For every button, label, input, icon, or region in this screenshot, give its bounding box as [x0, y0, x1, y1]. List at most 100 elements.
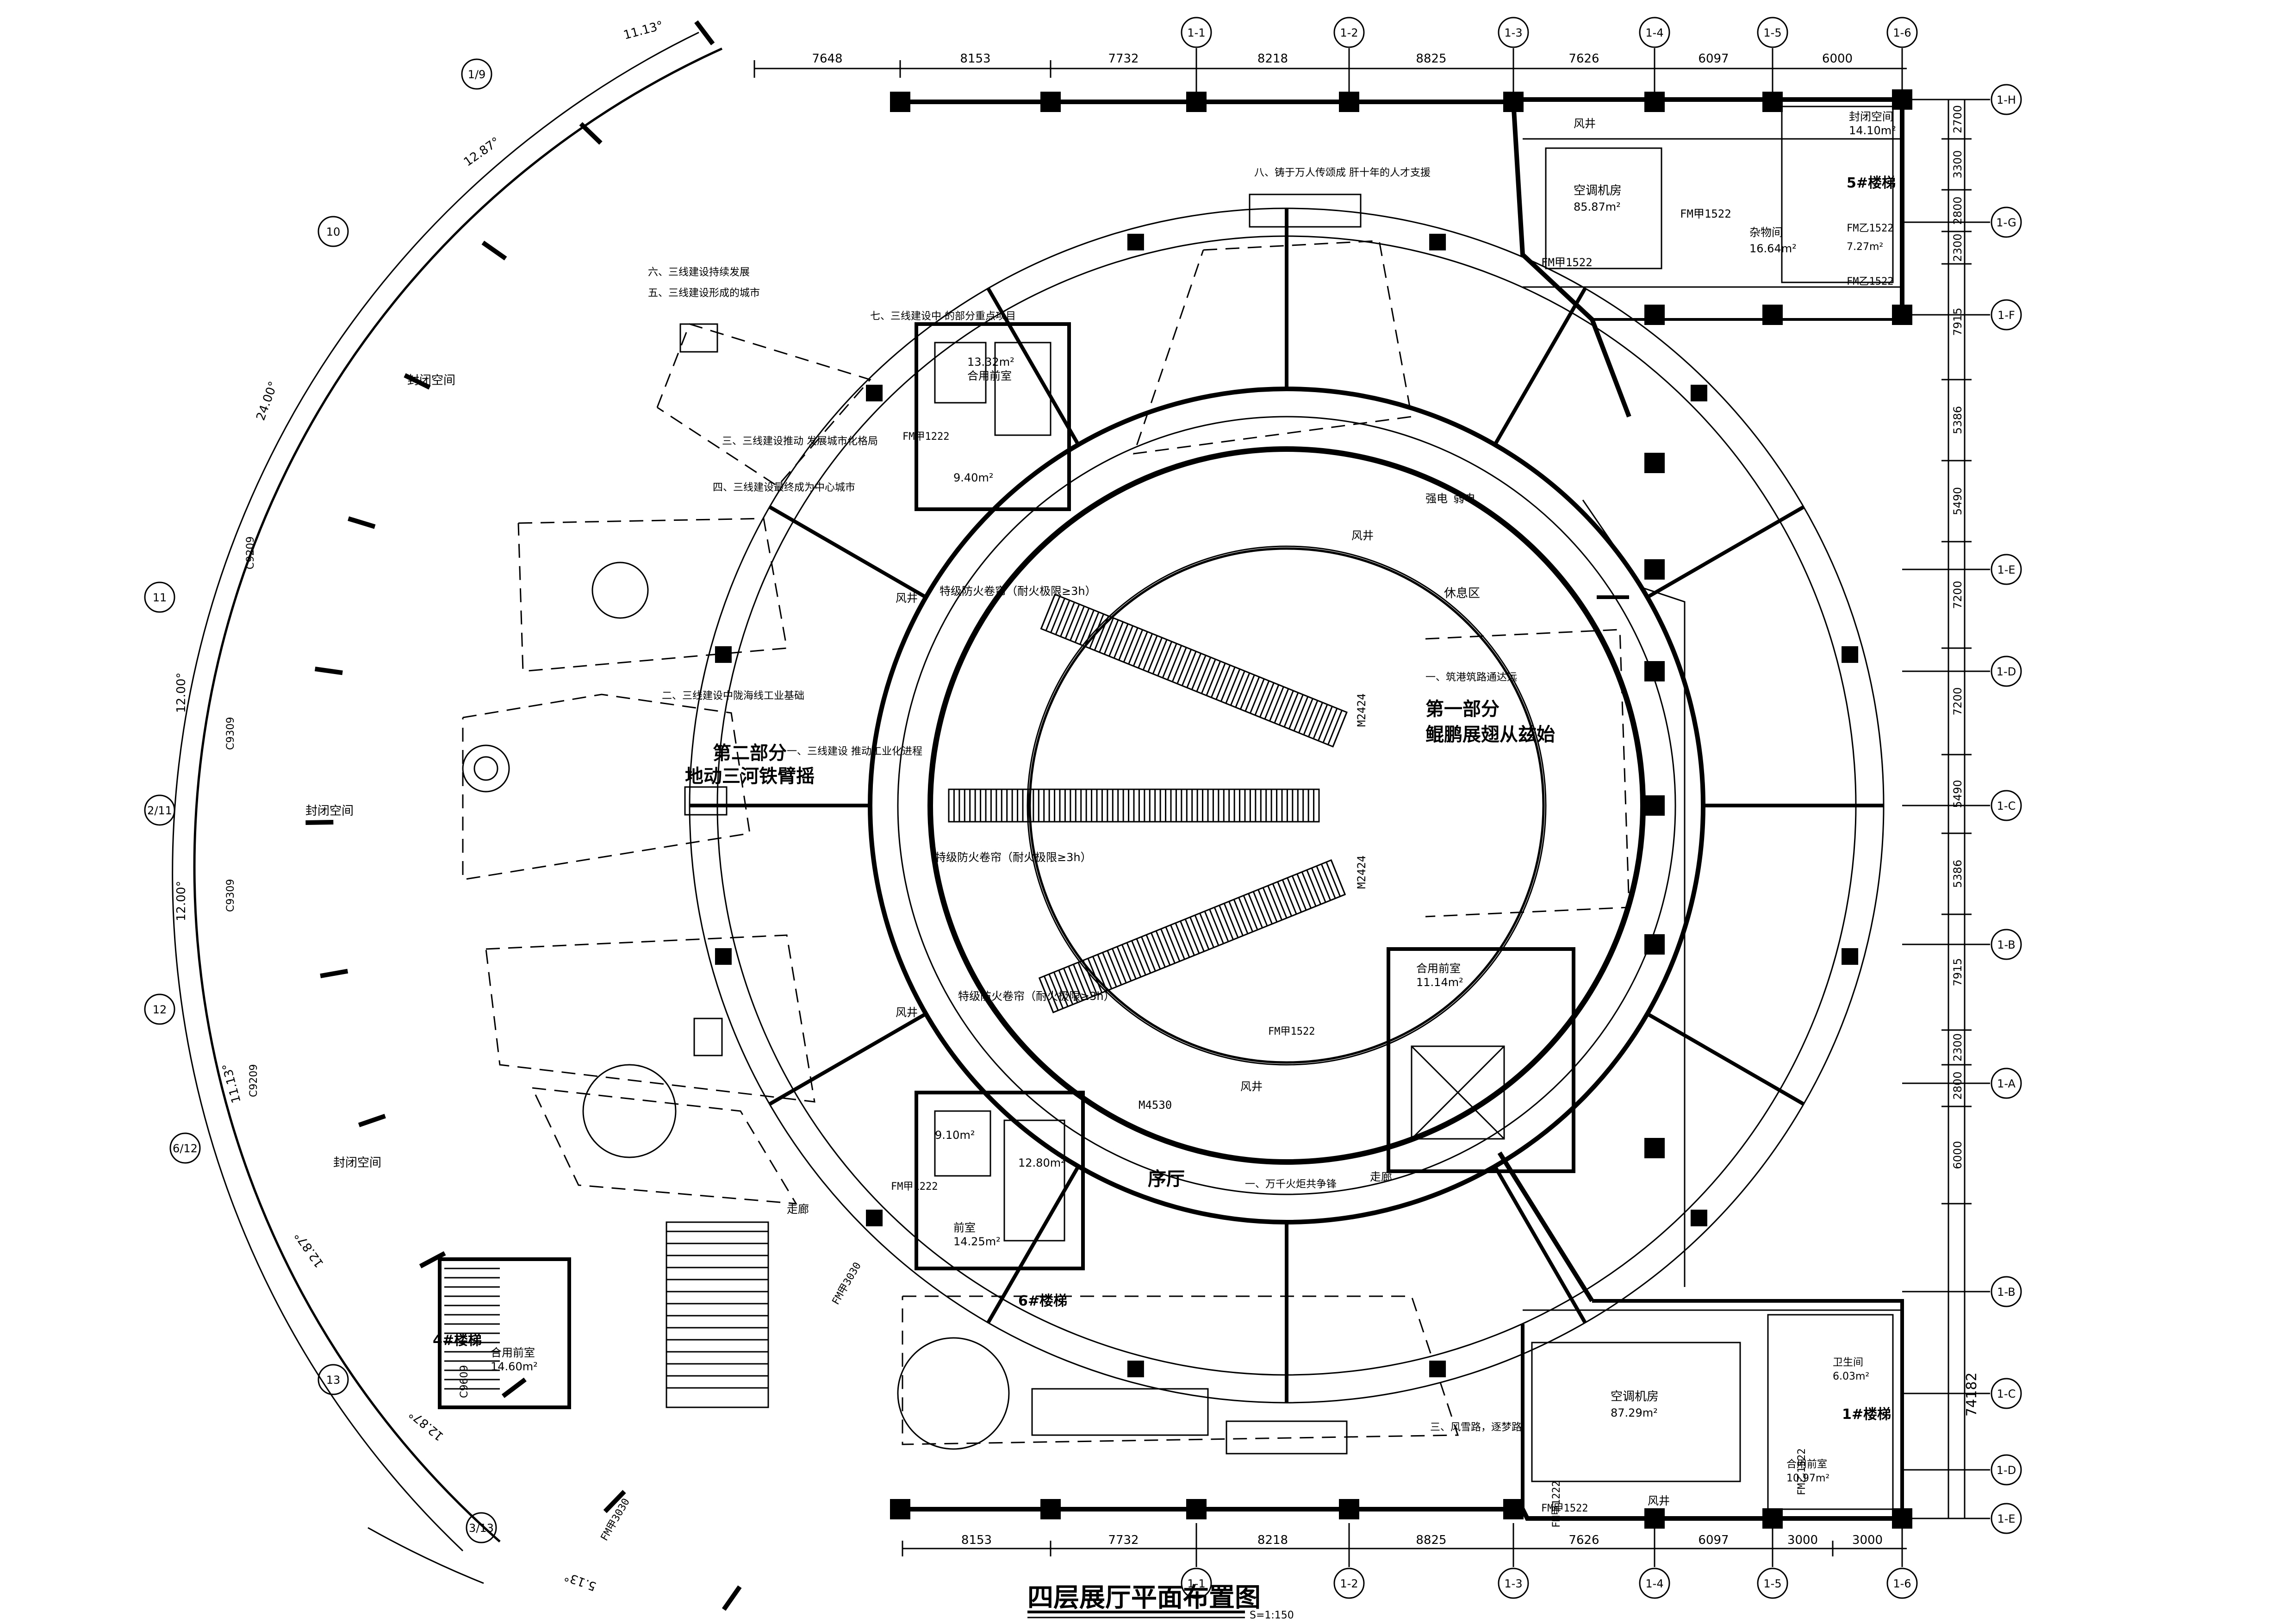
left-axis-1-label: 10: [326, 225, 341, 238]
right-axis-4-label: 1-D: [1997, 665, 2016, 678]
right-axis-9-label: 1-C: [1997, 1387, 2016, 1400]
door-fm1222-bottom: FM甲1222: [891, 1181, 938, 1193]
room-front-bl-area: 14.60m²: [491, 1360, 538, 1373]
door-m2424-2: M2424: [1355, 856, 1368, 889]
room-front-br-name: 合用前室: [1786, 1459, 1827, 1470]
top-axis-0: 1-1: [1181, 17, 1212, 48]
right-axis-6-label: 1-B: [1997, 938, 2016, 951]
right-axis-1-label: 1-G: [1996, 216, 2016, 229]
door-fmb1522-br: FM乙1522: [1796, 1449, 1808, 1495]
room-wc-right-area: 11.14m²: [1416, 976, 1463, 989]
drawing-title: 四层展厅平面布置图: [1027, 1583, 1261, 1613]
left-axis-0-label: 1/9: [468, 68, 486, 81]
bottom-axis-2: 1-3: [1498, 1568, 1529, 1599]
room-misc-br-area: 7.27m²: [1847, 241, 1883, 253]
left-axis-2: 11: [144, 581, 175, 613]
arc-dim-5: 11.13°: [220, 1062, 244, 1105]
top-axis-3-label: 1-4: [1645, 26, 1663, 39]
room-shaft-area: 14.10m²: [1849, 124, 1896, 137]
left-axis-4: 12: [144, 993, 175, 1025]
bottom-dim-5: 6097: [1698, 1533, 1729, 1547]
room-aircon-bottom-name: 空调机房: [1611, 1390, 1659, 1404]
door-fmb1522-top: FM乙1522: [1847, 223, 1893, 234]
right-dim-8: 7200: [1951, 687, 1964, 715]
bottom-axis-1: 1-2: [1333, 1568, 1365, 1599]
exhibit-b: 一、筑港筑路通达远: [1425, 672, 1517, 683]
right-dim-10: 5386: [1951, 860, 1964, 888]
stair-4-label: 4#楼梯: [433, 1332, 482, 1349]
left-axis-3: 2/11: [144, 794, 175, 826]
fire-shutter-label-1: 特级防火卷帘（耐火极限≥3h）: [940, 585, 1096, 598]
top-axis-2-label: 1-3: [1504, 26, 1522, 39]
left-axis-2-label: 11: [153, 591, 167, 604]
right-axis-5-label: 1-C: [1997, 800, 2016, 812]
right-total-dimension: 74182: [1964, 1373, 1980, 1417]
window-tag-1: C9309: [225, 717, 236, 750]
stair-5-label: 5#楼梯: [1847, 175, 1896, 191]
door-fm1222-right: FM甲1222: [1551, 1481, 1562, 1528]
section-2-title: 第二部分: [713, 743, 787, 764]
arc-dim-6: 12.87°: [292, 1229, 327, 1270]
arc-dim-1: 12.87°: [461, 135, 503, 169]
right-dim-2: 2800: [1951, 196, 1964, 225]
left-axis-0: 1/9: [461, 58, 492, 90]
exhibit-c: 二、三线建设中陇海线工业基础: [662, 690, 804, 702]
right-axis-11: 1-E: [1991, 1503, 2022, 1534]
bottom-axis-3-label: 1-4: [1645, 1577, 1663, 1590]
room-wc-bottom2-area: 12.80m²: [1018, 1156, 1065, 1169]
top-axis-4-label: 1-5: [1763, 26, 1781, 39]
bottom-axis-3: 1-4: [1639, 1568, 1670, 1599]
right-dim-11: 7915: [1951, 958, 1964, 986]
exhibit-f: 四、三线建设最终成为中心城市: [713, 482, 855, 493]
right-axis-3: 1-E: [1991, 554, 2022, 585]
right-axis-8: 1-B: [1991, 1276, 2022, 1307]
escalator-middle: [948, 788, 1320, 823]
exhibit-k: 一、万千火炬共争锋: [1245, 1179, 1337, 1190]
door-fm3030-mid: FM甲3030: [830, 1261, 864, 1307]
top-dim-2: 7732: [1108, 52, 1139, 66]
door-m2424-1: M2424: [1355, 693, 1368, 727]
top-dim-1: 8153: [960, 52, 990, 66]
bottom-dim-7: 3000: [1852, 1533, 1883, 1547]
left-axis-6-label: 13: [326, 1374, 341, 1387]
stair-6-label: 6#楼梯: [1018, 1293, 1067, 1309]
corridor-label-2: 走廊: [1370, 1170, 1392, 1183]
top-axis-2: 1-3: [1498, 17, 1529, 48]
arc-dim-2: 24.00°: [254, 380, 280, 422]
right-axis-0-label: 1-H: [1997, 94, 2016, 106]
closed-space-3: 封闭空间: [333, 1156, 381, 1170]
exhibit-labels: 八、铸于万人传颂成 肝十年的人才支援 一、筑港筑路通达远 二、三线建设中陇海线工…: [648, 167, 1522, 1433]
top-dim-4: 8825: [1416, 52, 1446, 66]
left-axis-3-label: 2/11: [147, 804, 172, 817]
top-axis-5: 1-6: [1886, 17, 1918, 48]
exhibit-d: 一、三线建设 推动工业化进程: [787, 746, 922, 757]
room-front-br-area: 10.97m²: [1786, 1473, 1829, 1484]
left-axis-7-label: 3/13: [469, 1522, 494, 1535]
exhibit-props: [462, 194, 1362, 1455]
wind-well-6: 风井: [1648, 1494, 1670, 1507]
top-axis-3: 1-4: [1639, 17, 1670, 48]
wind-well-3: 风井: [896, 1006, 918, 1019]
room-aircon-bottom-area: 87.29m²: [1611, 1406, 1658, 1419]
top-dim-7: 6000: [1822, 52, 1853, 66]
drawing-title-block: 四层展厅平面布置图 S=1:150: [1027, 1583, 1294, 1621]
drawing-scale: S=1:150: [1250, 1610, 1294, 1621]
door-fm1522-top2: FM甲1522: [1541, 256, 1593, 269]
bottom-axis-0-label: 1-1: [1187, 1577, 1205, 1590]
exhibit-g: 五、三线建设形成的城市: [648, 287, 760, 299]
arc-dim-0: 11.13°: [622, 19, 665, 43]
top-axis-0-label: 1-1: [1187, 26, 1205, 39]
room-stair-hall-area: 14.25m²: [953, 1235, 1001, 1248]
arc-dim-4: 12.00°: [174, 881, 188, 921]
room-wc-right-name: 合用前室: [1416, 962, 1461, 975]
room-front-bl-name: 合用前室: [491, 1346, 535, 1359]
left-axis-1: 10: [317, 216, 349, 247]
bottom-axis-5: 1-6: [1886, 1568, 1918, 1599]
top-axis-4: 1-5: [1757, 17, 1788, 48]
room-misc-area: 16.64m²: [1749, 242, 1797, 255]
left-axis-4-label: 12: [153, 1003, 167, 1016]
top-axis-5-label: 1-6: [1893, 26, 1911, 39]
exhibit-i: 七、三线建设中 的部分重点项目: [870, 311, 1016, 322]
